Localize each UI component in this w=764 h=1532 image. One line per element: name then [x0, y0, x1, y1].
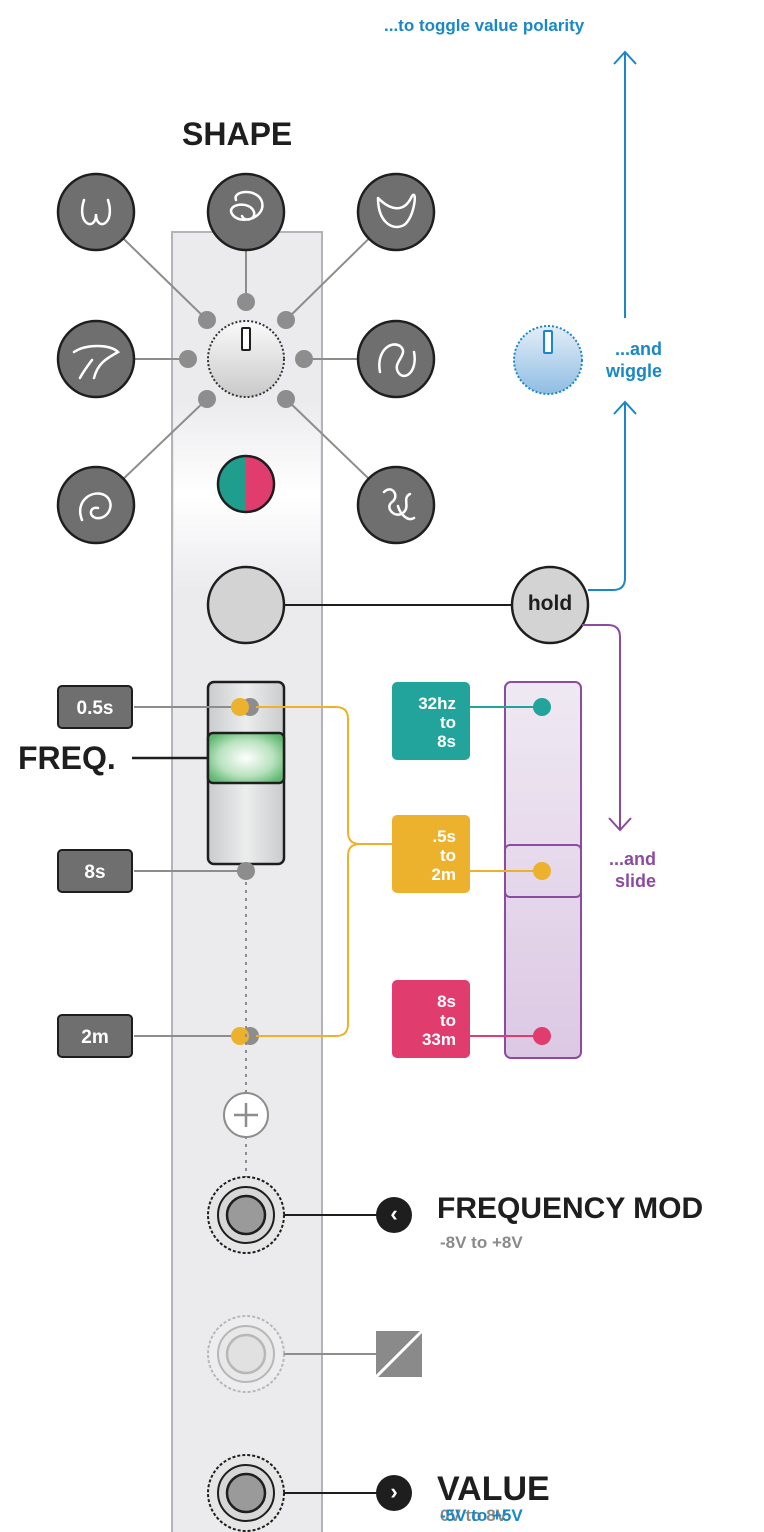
shape-knob[interactable] — [207, 320, 285, 398]
value-jack[interactable] — [207, 1454, 285, 1532]
value-title: VALUE — [437, 1470, 550, 1508]
range-05s-2m: .5s to 2m — [392, 815, 470, 893]
range-2-line-1: .5s — [432, 827, 456, 846]
freq-mod-range: -8V to +8V — [440, 1233, 523, 1252]
purple-arrow-path — [582, 624, 632, 832]
wiggle-line-2: wiggle — [605, 361, 662, 381]
freq-tag-2m: 2m — [57, 1014, 133, 1058]
range-32hz-8s: 32hz to 8s — [392, 682, 470, 760]
wiggle-annotation: ...and wiggle — [592, 338, 662, 382]
range-dot-teal — [533, 698, 551, 716]
slide-line-2: slide — [614, 871, 656, 891]
input-arrow-icon: ‹ — [376, 1197, 412, 1233]
shape-icon-4 — [56, 319, 136, 399]
range-1-line-2: to — [439, 713, 456, 732]
range-3-line-3: 33m — [421, 1030, 456, 1049]
freq-tag-8s: 8s — [57, 849, 133, 893]
toggle-polarity-annotation: ...to toggle value polarity — [384, 16, 585, 35]
output-arrow-icon: › — [376, 1475, 412, 1511]
range-2-line-3: 2m — [431, 865, 456, 884]
slide-line-1: ...and — [608, 849, 656, 869]
unused-jack — [207, 1315, 285, 1393]
hold-push-button[interactable] — [206, 565, 286, 645]
gold-bracket — [256, 706, 392, 1037]
range-3-line-1: 8s — [437, 992, 456, 1011]
shape-icon-3 — [356, 172, 436, 252]
shape-icon-7 — [356, 465, 436, 545]
range-1-line-1: 32hz — [418, 694, 456, 713]
freq-mod-jack[interactable] — [207, 1176, 285, 1254]
slider-dot-top — [231, 698, 249, 716]
led-indicator — [216, 454, 276, 514]
range-dot-gold — [533, 862, 551, 880]
value-ranges — [440, 1486, 450, 1487]
shape-icon-5 — [356, 319, 436, 399]
freq-mod-title: FREQUENCY MOD — [437, 1192, 704, 1225]
range-1-line-3: 8s — [437, 732, 456, 751]
wiggle-knob[interactable] — [513, 325, 583, 395]
value-bipolar-line: -5V to +5V — [440, 1506, 523, 1525]
slider-dot-mid — [237, 862, 255, 880]
hold-label: hold — [527, 592, 573, 615]
shape-icon-6 — [56, 465, 136, 545]
range-2-line-2: to — [439, 846, 456, 865]
shape-icon-2 — [206, 172, 286, 252]
slide-annotation: ...and slide — [592, 848, 656, 892]
value-unipolar-line: 0V to 8V — [440, 1506, 508, 1525]
wiggle-line-1: ...and — [614, 339, 662, 359]
blue-arrow-path — [588, 50, 637, 591]
freq-slider-handle[interactable] — [206, 731, 286, 785]
shape-title: SHAPE — [182, 116, 293, 152]
freq-label: FREQ. — [18, 740, 116, 776]
range-connector-lines — [470, 706, 542, 1037]
plus-icon — [223, 1092, 269, 1138]
hold-bubble — [510, 565, 590, 645]
blank-icon — [374, 1329, 424, 1379]
slider-dot-bottom — [231, 1027, 249, 1045]
range-8s-33m: 8s to 33m — [392, 980, 470, 1058]
shape-icon-1 — [56, 172, 136, 252]
freq-tag-0-5s: 0.5s — [57, 685, 133, 729]
range-3-line-2: to — [439, 1011, 456, 1030]
shape-position-dots — [179, 293, 313, 408]
range-dot-pink — [533, 1027, 551, 1045]
tag-connector-lines — [134, 706, 248, 1037]
